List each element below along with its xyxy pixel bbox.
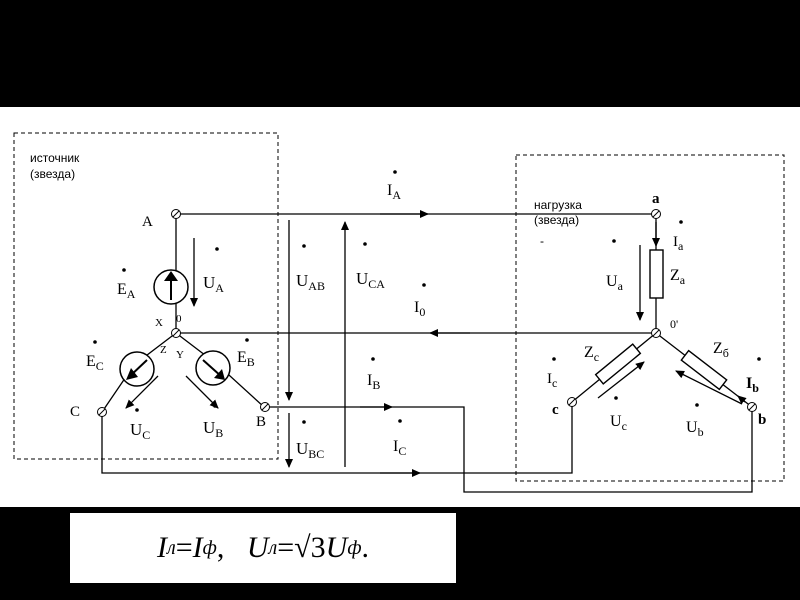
label-UCA: UCA: [356, 269, 385, 291]
label-EA: EA: [117, 281, 136, 301]
terminal-a: [651, 209, 661, 219]
node-label-0-prime: 0': [670, 317, 678, 331]
node-label-b: b: [758, 412, 766, 428]
load-label-2: (звезда): [534, 213, 579, 227]
node-label-a: a: [652, 191, 660, 207]
UC-arrow: [125, 375, 159, 409]
formula-sub-f2: ф: [347, 536, 362, 559]
node-label-A: A: [142, 214, 153, 230]
formula-I-phase: I: [192, 531, 203, 564]
phasor-dots: [93, 170, 761, 424]
label-UA: UA: [203, 273, 224, 295]
terminal-C: [97, 407, 107, 417]
Ib-arrow: [737, 395, 747, 405]
Uc-arrow: [597, 361, 645, 399]
label-IC: IC: [393, 438, 406, 458]
load-label-mark: -: [540, 234, 544, 248]
Ub-arrow: [675, 370, 743, 405]
formula-separator: ,: [216, 531, 247, 564]
node-label-X: X: [155, 317, 163, 329]
formula-eq-2: =: [277, 531, 295, 564]
node-label-c: c: [552, 402, 559, 418]
node-label-Y: Y: [176, 349, 184, 361]
label-Ic: Ic: [547, 371, 557, 390]
terminal-A: [171, 209, 181, 219]
source-label-2: (звезда): [30, 167, 75, 181]
label-UC: UC: [130, 420, 150, 442]
formula-sqrt3: √3: [294, 531, 326, 564]
formula-sub-f1: ф: [202, 536, 217, 559]
label-EB: EB: [237, 349, 255, 369]
terminal-neutral-load: [651, 328, 661, 338]
label-UAB: UAB: [296, 271, 325, 293]
node-label-Z: Z: [160, 344, 167, 356]
load-box: [515, 154, 785, 482]
label-I0: I0: [414, 299, 425, 319]
label-IB: IB: [367, 372, 380, 392]
diagram-background: [0, 107, 800, 507]
label-Ua: Ua: [606, 273, 624, 293]
formula-sub-l2: л: [268, 536, 278, 559]
node-label-B: B: [256, 414, 266, 430]
formula-U-line: U: [246, 531, 269, 564]
source-box: [13, 132, 279, 460]
node-label-0: 0: [176, 313, 182, 325]
label-Za: Za: [670, 267, 686, 287]
node-label-C: C: [70, 404, 80, 420]
label-IA: IA: [387, 182, 401, 202]
impedance-Zb: [680, 349, 728, 391]
terminal-b: [747, 402, 757, 412]
terminal-B: [260, 402, 270, 412]
UB-arrow: [185, 375, 219, 409]
formula-end: .: [361, 531, 370, 564]
label-Ub: Ub: [686, 419, 704, 439]
source-label-1: источник: [30, 151, 80, 165]
line-B-wire: [268, 406, 753, 493]
emf-source-C: [119, 351, 155, 387]
label-Uc: Uc: [610, 413, 627, 433]
formula-U-phase: U: [325, 531, 348, 564]
formula-eq-1: =: [175, 531, 193, 564]
impedance-Zc: [594, 343, 642, 385]
terminal-neutral-source: [171, 328, 181, 338]
label-UB: UB: [203, 418, 223, 440]
impedance-Za: [649, 249, 664, 299]
emf-source-A: [153, 269, 189, 305]
label-Ib: Ib: [746, 375, 759, 395]
label-EC: EC: [86, 353, 104, 373]
label-UBC: UBC: [296, 439, 324, 461]
label-Zc: Zc: [584, 344, 599, 364]
formula-sub-l1: л: [166, 536, 176, 559]
terminal-c: [567, 397, 577, 407]
load-label-1: нагрузка: [534, 198, 582, 212]
label-Ia: Ia: [673, 234, 684, 253]
emf-source-B: [195, 350, 231, 386]
label-Zb: Zб: [713, 340, 729, 360]
formula-I-line: I: [156, 531, 167, 564]
line-C-wire: [101, 402, 573, 474]
